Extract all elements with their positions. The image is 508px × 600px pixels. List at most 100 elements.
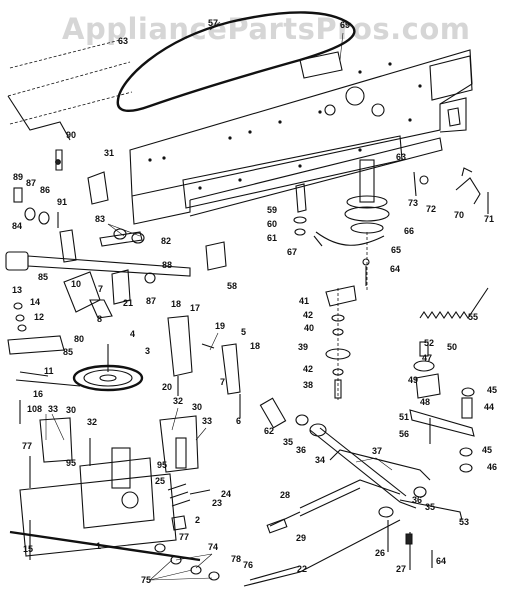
callout-46: 46 — [487, 462, 497, 472]
callout-91: 91 — [57, 197, 67, 207]
callout-64: 64 — [390, 264, 400, 274]
callout-80: 80 — [74, 334, 84, 344]
engine-pulley — [344, 159, 390, 290]
callout-82: 82 — [161, 236, 171, 246]
bracket-group-center — [167, 315, 241, 418]
callout-53: 53 — [459, 517, 469, 527]
callout-77: 77 — [22, 441, 32, 451]
callout-47: 47 — [422, 353, 432, 363]
callout-38: 38 — [303, 380, 313, 390]
callout-36: 36 — [296, 445, 306, 455]
callout-44: 44 — [484, 402, 494, 412]
callout-64: 64 — [436, 556, 446, 566]
callout-35: 35 — [283, 437, 293, 447]
callout-4: 4 — [130, 329, 135, 339]
left-small-parts — [7, 302, 81, 387]
callout-89: 89 — [13, 172, 23, 182]
callout-65: 65 — [391, 245, 401, 255]
callout-67: 67 — [287, 247, 297, 257]
callout-35: 35 — [425, 502, 435, 512]
callout-34: 34 — [315, 455, 325, 465]
drive-belt — [116, 11, 356, 112]
callout-39: 39 — [298, 342, 308, 352]
callout-60: 60 — [267, 219, 277, 229]
callout-20: 20 — [162, 382, 172, 392]
callout-75: 75 — [141, 575, 151, 585]
callout-8: 8 — [97, 314, 102, 324]
callout-87: 87 — [146, 296, 156, 306]
callout-45: 45 — [482, 445, 492, 455]
transaxle-assembly — [9, 447, 211, 562]
callout-18: 18 — [250, 341, 260, 351]
callout-22: 22 — [297, 564, 307, 574]
idler-stack-center — [325, 285, 357, 400]
main-frame — [7, 39, 473, 225]
callout-12: 12 — [34, 312, 44, 322]
bolt-group-upper-left — [13, 149, 109, 228]
callout-50: 50 — [447, 342, 457, 352]
callout-25: 25 — [155, 476, 165, 486]
callout-7: 7 — [98, 284, 103, 294]
callout-95: 95 — [66, 458, 76, 468]
callout-56: 56 — [399, 429, 409, 439]
callout-10: 10 — [71, 279, 81, 289]
callout-48: 48 — [420, 397, 430, 407]
callout-71: 71 — [484, 214, 494, 224]
callout-61: 61 — [267, 233, 277, 243]
callout-11: 11 — [44, 366, 54, 376]
callout-24: 24 — [221, 489, 231, 499]
callout-62: 62 — [264, 426, 274, 436]
callout-55: 55 — [468, 312, 478, 322]
lift-rod-assembly — [243, 397, 463, 587]
callout-32: 32 — [173, 396, 183, 406]
callout-6: 6 — [236, 416, 241, 426]
spacer-group-bottom — [149, 543, 220, 581]
callout-18: 18 — [171, 299, 181, 309]
callout-85: 85 — [63, 347, 73, 357]
callout-41: 41 — [299, 296, 309, 306]
callout-14: 14 — [30, 297, 40, 307]
callout-90: 90 — [66, 130, 76, 140]
callout-27: 27 — [396, 564, 406, 574]
callout-33: 33 — [48, 404, 58, 414]
callout-76: 76 — [243, 560, 253, 570]
callout-29: 29 — [296, 533, 306, 543]
callout-95: 95 — [157, 460, 167, 470]
callout-52: 52 — [424, 338, 434, 348]
callout-59: 59 — [267, 205, 277, 215]
callout-40: 40 — [304, 323, 314, 333]
callout-13: 13 — [12, 285, 22, 295]
idler-pulley — [72, 344, 144, 392]
bracket-group-lower — [19, 400, 199, 473]
callout-7: 7 — [220, 377, 225, 387]
callout-49: 49 — [408, 375, 418, 385]
callout-57: 57 — [208, 18, 218, 28]
callout-23: 23 — [212, 498, 222, 508]
callout-51: 51 — [399, 412, 409, 422]
callout-42: 42 — [303, 310, 313, 320]
callout-5: 5 — [241, 327, 246, 337]
callout-73: 73 — [408, 198, 418, 208]
callout-1: 1 — [96, 541, 101, 551]
callout-63: 63 — [396, 152, 406, 162]
lift-shaft-assembly — [5, 228, 191, 319]
callout-85: 85 — [38, 272, 48, 282]
spring-hook — [413, 167, 489, 214]
callout-58: 58 — [227, 281, 237, 291]
callout-88: 88 — [162, 260, 172, 270]
callout-77: 77 — [179, 532, 189, 542]
callout-87: 87 — [26, 178, 36, 188]
callout-33: 33 — [202, 416, 212, 426]
callout-2: 2 — [195, 515, 200, 525]
callout-108: 108 — [27, 404, 42, 414]
callout-69: 69 — [340, 20, 350, 30]
callout-32: 32 — [87, 417, 97, 427]
callout-28: 28 — [280, 490, 290, 500]
callout-15: 15 — [23, 544, 33, 554]
right-lift-parts — [409, 341, 475, 473]
callout-30: 30 — [192, 402, 202, 412]
leader-lines — [45, 21, 393, 569]
callout-36: 36 — [412, 495, 422, 505]
